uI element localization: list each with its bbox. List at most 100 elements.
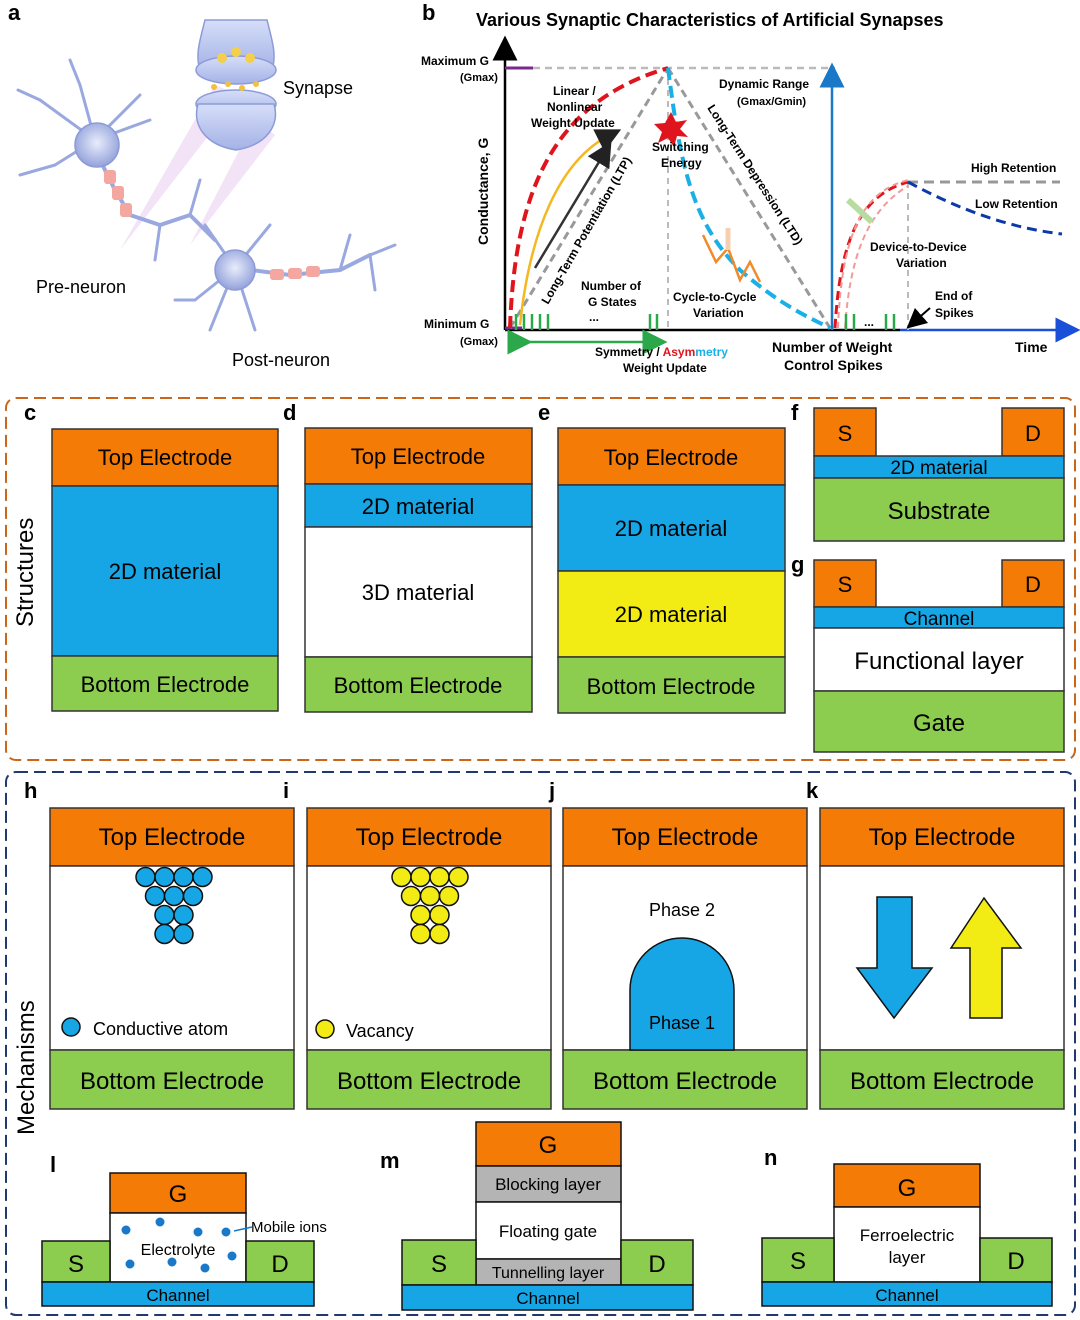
conductive-atom	[163, 885, 185, 907]
i-bottom-electrode	[306, 1049, 552, 1110]
panel-letter-k: k	[806, 778, 819, 803]
panel-letter-i: i	[283, 778, 289, 803]
m-channel-label: Channel	[516, 1289, 579, 1308]
g-states-label: G States	[588, 295, 637, 309]
h-top-label: Top Electrode	[99, 824, 246, 851]
panel-a: a Synapse Pre-n	[8, 0, 397, 370]
end-spikes-arrow	[906, 307, 931, 329]
spikes-axis-label-2: Control Spikes	[784, 357, 883, 373]
k-top-label: Top Electrode	[869, 824, 1016, 851]
e-top-electrode	[557, 427, 786, 486]
n-ferro-label: Ferroelectric	[860, 1226, 955, 1245]
dynamic-range-sub: (Gmax/Gmin)	[737, 96, 806, 108]
conductive-atom	[173, 904, 194, 926]
e-2d-material-2	[557, 570, 786, 658]
low-retention-curve	[907, 180, 1063, 236]
vacancy-site	[400, 885, 422, 907]
l-source-label: S	[68, 1251, 84, 1278]
k-switching-layer	[819, 865, 1065, 1051]
panel-letter-b: b	[422, 0, 435, 25]
panel-letter-l: l	[50, 1152, 56, 1177]
m-source	[401, 1239, 477, 1286]
switching-label: Switching	[652, 140, 709, 154]
m-gate-label: G	[539, 1132, 558, 1159]
retention-rise-var-2	[837, 179, 909, 329]
nonlinear-label: Nonlinear	[547, 100, 603, 114]
c-bottom-electrode	[51, 655, 279, 712]
g-drain-label: D	[1025, 572, 1041, 597]
h-bottom-electrode	[49, 1049, 295, 1110]
g-gate	[813, 690, 1065, 753]
d-mid2-label: 3D material	[362, 580, 474, 605]
mobile-ions-label: Mobile ions	[251, 1219, 327, 1236]
f-drain	[1001, 407, 1065, 457]
vacancy-site	[429, 866, 450, 888]
end-spikes-label: End of	[935, 289, 973, 303]
post-neuron-illustration	[173, 223, 397, 332]
conductive-atom	[173, 866, 194, 888]
d-bottom-electrode	[304, 656, 533, 713]
i-top-electrode	[306, 807, 552, 867]
d-mid1-label: 2D material	[362, 494, 474, 519]
max-g-sub: (Gmax)	[460, 72, 498, 84]
i-top-label: Top Electrode	[356, 824, 503, 851]
post-neuron-label: Post-neuron	[232, 350, 330, 370]
panel-letter-f: f	[791, 400, 799, 425]
m-drain-label: D	[648, 1251, 665, 1278]
m-floating-label: Floating gate	[499, 1222, 597, 1241]
structures-title: Structures	[12, 518, 39, 627]
energy-label: Energy	[661, 156, 702, 170]
max-g-label: Maximum G	[421, 54, 489, 68]
linear-ltp-line	[508, 67, 670, 329]
mechanisms-section: Mechanisms h Top Electrode Bottom Electr…	[5, 771, 1076, 1316]
m-source-label: S	[431, 1251, 447, 1278]
d-bottom-label: Bottom Electrode	[334, 673, 503, 698]
n-channel-label: Channel	[875, 1286, 938, 1305]
vacancy-site	[448, 866, 469, 888]
k-bottom-label: Bottom Electrode	[850, 1068, 1034, 1095]
high-retention-label: High Retention	[971, 161, 1056, 175]
panel-b-title: Various Synaptic Characteristics of Arti…	[476, 10, 944, 30]
g-drain	[1001, 559, 1065, 608]
d-3d-material	[304, 526, 533, 658]
j-bottom-electrode	[562, 1049, 808, 1110]
m-drain	[620, 1239, 694, 1286]
vacancy-site	[410, 923, 431, 945]
conductive-atom	[135, 866, 156, 888]
m-tunnelling-label: Tunnelling layer	[492, 1265, 605, 1282]
f-2d-label: 2D material	[890, 458, 987, 479]
d-2d-material	[304, 483, 533, 528]
min-g-label: Minimum G	[424, 317, 489, 331]
conductive-atom	[192, 866, 213, 888]
e-mid2-label: 2D material	[615, 602, 727, 627]
e-mid1-label: 2D material	[615, 516, 727, 541]
dynamic-range-label: Dynamic Range	[719, 77, 809, 91]
h-bottom-label: Bottom Electrode	[80, 1068, 264, 1095]
panel-letter-a: a	[8, 0, 21, 25]
h-top-electrode	[49, 807, 295, 867]
low-retention-label: Low Retention	[975, 197, 1058, 211]
g-gate-label: Gate	[913, 710, 965, 737]
c2c-label: Cycle-to-Cycle	[673, 290, 757, 304]
ltd-curve	[666, 67, 831, 330]
m-floating-gate	[475, 1201, 622, 1260]
myelin-1	[104, 170, 116, 184]
panel-b: b Various Synaptic Characteristics of Ar…	[421, 0, 1080, 375]
myelin-4	[270, 269, 284, 280]
mobile-ions-pointer	[233, 1226, 253, 1232]
m-blocking-layer	[475, 1165, 622, 1203]
l-gate-label: G	[169, 1181, 188, 1208]
mechanisms-border	[5, 771, 1076, 1316]
l-gate	[109, 1172, 247, 1214]
d2d-arrow	[845, 197, 875, 225]
n-drain-label: D	[1007, 1248, 1024, 1275]
conductive-atom	[144, 885, 166, 907]
j-top-label: Top Electrode	[612, 824, 759, 851]
c-top-electrode	[51, 428, 279, 487]
d2d-label: Device-to-Device	[870, 240, 967, 254]
structures-border	[5, 397, 1076, 761]
vacancy-label: Vacancy	[346, 1021, 414, 1041]
i-bottom-label: Bottom Electrode	[337, 1068, 521, 1095]
states-label: Number of	[581, 279, 642, 293]
e-top-label: Top Electrode	[604, 445, 739, 470]
